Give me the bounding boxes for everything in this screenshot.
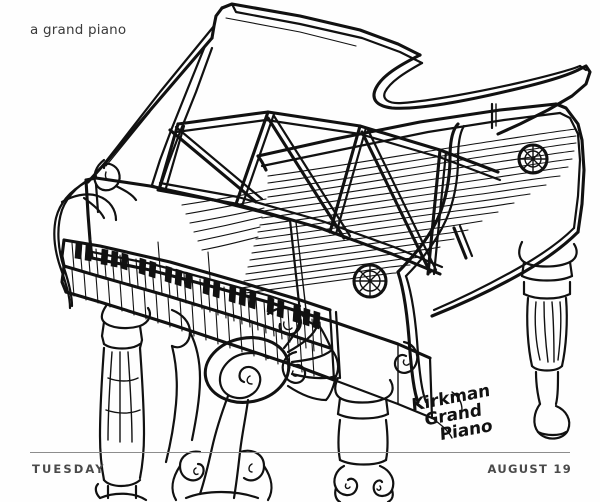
misc-sketch-marks bbox=[432, 392, 462, 438]
rosette-medallion-right bbox=[519, 145, 547, 173]
black-keys bbox=[75, 243, 320, 329]
rosette-medallion-front bbox=[354, 265, 386, 297]
turned-leg-center bbox=[283, 342, 418, 502]
turned-leg-right bbox=[519, 242, 576, 439]
ornate-scroll-leg-front bbox=[166, 308, 338, 500]
footer-day-label: TUESDAY bbox=[32, 462, 106, 476]
piano-case-rim bbox=[258, 104, 584, 232]
lid-prop-stick bbox=[152, 46, 212, 188]
piano-bentside bbox=[300, 124, 578, 418]
footer-divider bbox=[30, 452, 570, 453]
left-scroll-cheek bbox=[54, 160, 136, 308]
page-title: a grand piano bbox=[30, 22, 127, 38]
piano-lid bbox=[88, 4, 590, 182]
footer-date-label: AUGUST 19 bbox=[487, 462, 572, 476]
turned-leg-left bbox=[96, 306, 150, 500]
